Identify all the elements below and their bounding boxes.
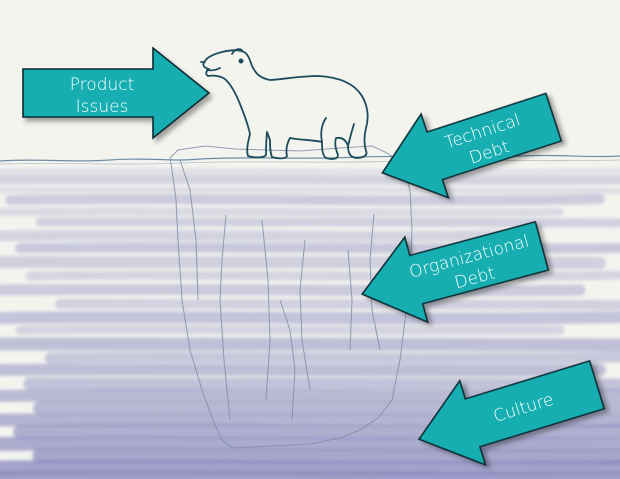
water-stroke [0, 186, 620, 194]
water-stroke [0, 337, 620, 352]
water-stroke [44, 351, 620, 364]
arrow-shape-culture [417, 359, 606, 467]
arrow-shape-product-issues [22, 46, 211, 140]
arrow-label-product-issues-line2: Issues [76, 97, 129, 117]
water-stroke [35, 217, 620, 228]
polar-bear-icon [200, 48, 369, 160]
water-stroke [0, 470, 620, 479]
water-stroke [0, 207, 564, 217]
water-stroke [0, 311, 620, 325]
arrow-shape-technical-debt [381, 92, 563, 199]
water-stroke [0, 167, 620, 176]
water-stroke [0, 459, 620, 476]
water-stroke [55, 298, 620, 310]
waterline [0, 154, 620, 162]
water-stroke [0, 283, 586, 297]
water-stroke [13, 424, 620, 440]
water-stroke [0, 174, 620, 186]
water-stroke [32, 448, 620, 465]
arrow-shape-organizational-debt [360, 220, 550, 324]
water-stroke [5, 194, 605, 206]
water-stroke [0, 363, 606, 377]
arrow-label-product-issues-line1: Product [70, 75, 135, 95]
arrow-culture: Culture [417, 359, 606, 467]
waterline-echo [0, 159, 620, 165]
water-stroke [25, 270, 620, 281]
water-stroke [0, 229, 526, 242]
